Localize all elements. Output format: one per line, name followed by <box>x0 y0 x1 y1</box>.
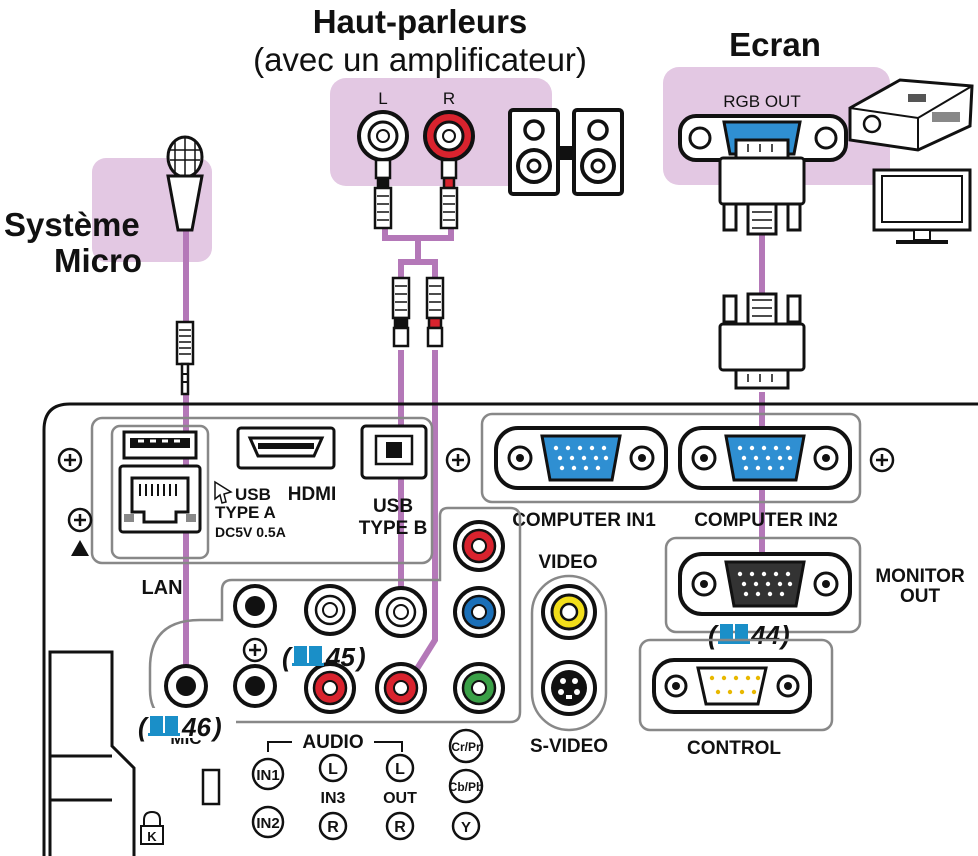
out-label: OUT <box>383 790 417 807</box>
cr-pr-label: Cr/Pr <box>451 740 481 754</box>
speaker-jack-r <box>423 110 475 162</box>
in1-label: IN1 <box>256 767 279 784</box>
hdmi-port <box>236 426 336 470</box>
audio-in-jack-top <box>233 584 277 628</box>
audio-out-l-jack <box>375 586 427 638</box>
page-ref-46: ( 46 ) <box>138 712 222 742</box>
monitor-out-port <box>678 552 852 616</box>
computer-in2-port <box>678 426 852 490</box>
monitor-out-label-line1: MONITOR <box>875 566 965 587</box>
page-ref-45-number: 45 <box>325 642 355 672</box>
page-ref-44: ( 44 ) <box>708 620 790 650</box>
speaker-jack-l <box>357 110 409 162</box>
speaker-jack-l-label: L <box>378 89 387 108</box>
speakers-title: Haut-parleurs <box>313 3 528 40</box>
page-ref-46-number: 46 <box>181 712 211 742</box>
lan-port <box>118 464 202 534</box>
control-label: CONTROL <box>687 738 781 759</box>
vga-plug-bottom <box>718 292 806 390</box>
kensington-lock-icon: K <box>140 810 164 845</box>
in2-label: IN2 <box>256 815 279 832</box>
monitor-out-label-line2: OUT <box>900 586 941 607</box>
screen-title: Ecran <box>729 26 821 63</box>
mic-title-line1: Système <box>4 206 140 243</box>
s-video-label: S-VIDEO <box>530 736 608 757</box>
component-cb-jack <box>453 586 505 638</box>
s-video-jack <box>541 660 597 716</box>
svg-text:): ) <box>354 642 366 672</box>
page-ref-44-number: 44 <box>750 620 780 650</box>
video-group <box>530 574 608 732</box>
speakers-subtitle: (avec un amplificateur) <box>253 41 587 78</box>
lan-label: LAN <box>141 577 182 599</box>
mic-title-line2: Micro <box>54 242 142 279</box>
foot-holder <box>48 650 136 856</box>
mic-body <box>166 174 204 232</box>
vga-plug-top <box>718 138 806 236</box>
video-label: VIDEO <box>538 552 597 573</box>
speaker-jack-r-label: R <box>443 89 455 108</box>
computer-in1-port <box>494 426 668 490</box>
slot-icon <box>201 768 221 806</box>
audio-in2-jack <box>233 664 277 708</box>
audio-label: AUDIO <box>302 732 363 753</box>
usb-a-label: USB <box>235 485 271 504</box>
upper-port-group <box>90 416 434 565</box>
audio-in3-r-jack <box>304 662 356 714</box>
usb-a-power-label: DC5V 0.5A <box>215 524 286 540</box>
svg-text:(: ( <box>282 642 294 672</box>
computer-in-group <box>480 412 862 504</box>
video-jack <box>541 584 597 640</box>
page-ref-45: ( 45 ) <box>282 642 366 672</box>
audio-circle-labels <box>251 728 484 841</box>
in3-l-label: L <box>328 761 338 778</box>
hdmi-label: HDMI <box>288 484 337 505</box>
usb-b-port <box>360 424 428 480</box>
screw-icons <box>57 447 895 663</box>
audio-bracket <box>267 741 403 752</box>
monitor-out-group <box>664 536 862 634</box>
out-l-label: L <box>395 761 405 778</box>
component-y-jack <box>453 662 505 714</box>
audio-rca-plugs <box>391 276 445 348</box>
rgb-out-label: RGB OUT <box>723 92 800 111</box>
lan-usb-group <box>110 424 210 560</box>
y-label: Y <box>461 819 471 836</box>
cb-pb-label: Cb/Pb <box>449 780 484 794</box>
in3-label: IN3 <box>321 790 346 807</box>
speaker-boxes-icon <box>508 108 624 196</box>
speaker-rca-plugs <box>373 158 459 230</box>
audio-out-r-jack <box>375 662 427 714</box>
usb-arrow-icon <box>214 480 233 504</box>
svg-text:K: K <box>147 829 157 844</box>
speaker-cable-top <box>382 226 454 278</box>
control-port <box>652 658 812 714</box>
svg-text:): ) <box>778 620 790 650</box>
usb-a-port <box>122 430 198 460</box>
usb-b-label-line1: USB <box>373 496 413 517</box>
triangle-icon <box>71 540 89 556</box>
svg-text:): ) <box>210 712 222 742</box>
svg-text:(: ( <box>708 620 720 650</box>
computer-in1-label: COMPUTER IN1 <box>512 510 656 531</box>
mic-jack <box>164 664 208 708</box>
projector-panel-outline <box>42 402 978 856</box>
usb-a-type-label: TYPE A <box>215 503 276 522</box>
computer-in2-label: COMPUTER IN2 <box>694 510 838 531</box>
monitor-icon <box>872 168 972 244</box>
in3-r-label: R <box>327 819 339 836</box>
microphone <box>166 135 204 232</box>
mic-plug <box>175 320 195 396</box>
audio-in3-l-jack <box>304 584 356 636</box>
control-group <box>638 638 834 732</box>
out-r-label: R <box>394 819 406 836</box>
component-cr-jack <box>453 520 505 572</box>
usb-b-label-line2: TYPE B <box>359 518 428 539</box>
projector-icon <box>848 78 974 152</box>
